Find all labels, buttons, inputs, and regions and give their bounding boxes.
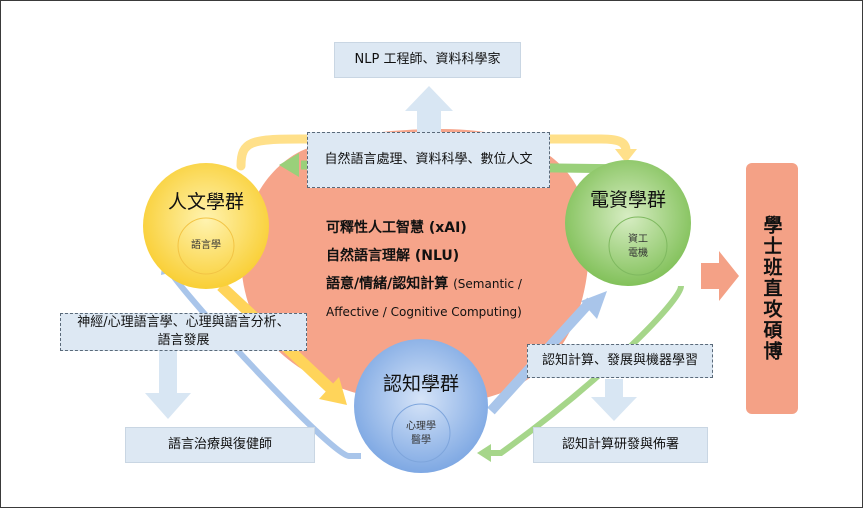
humanities-title: 人文學群 <box>167 191 244 213</box>
right-arrow <box>701 251 739 301</box>
eecs-inner-line2: 電機 <box>628 248 648 259</box>
cognitive-inner-line2: 醫學 <box>411 435 431 446</box>
cognitive-title: 認知學群 <box>382 373 459 395</box>
down-arrow-right <box>591 379 637 421</box>
humanities-inner: 語言學 <box>191 240 221 251</box>
center-blob <box>241 129 590 404</box>
right-box: 認知計算、發展與機器學習 <box>527 344 713 378</box>
eecs-inner: 資工 電機 <box>613 233 663 261</box>
bottom-left-box: 語言治療與復健師 <box>125 427 315 463</box>
center-text-block: 可釋性人工智慧 (xAI) 自然語言理解 (NLU) 語意/情緒/認知計算 (S… <box>326 214 581 326</box>
yellow-arrow-diag-head <box>319 377 347 405</box>
vertical-bar: 學士班直攻碩博 <box>746 163 798 414</box>
cognitive-inner: 心理學 醫學 <box>396 420 446 448</box>
cognitive-inner-line1: 心理學 <box>406 421 436 432</box>
center-line-2: 自然語言理解 (NLU) <box>326 248 460 264</box>
bottom-right-box: 認知計算研發與佈署 <box>533 427 708 463</box>
center-line-3-bold: 語意/情緒/認知計算 <box>326 276 454 292</box>
humanities-inner-circle <box>177 217 235 275</box>
blue-arrow-right-head <box>581 291 607 319</box>
yellow-arrow-top-head <box>615 149 637 163</box>
left-box-line1: 神經/心理語言學、心理與語言分析、 <box>77 315 290 330</box>
right-box-text: 認知計算、發展與機器學習 <box>541 353 698 368</box>
center-line-1: 可釋性人工智慧 (xAI) <box>326 220 467 236</box>
center-line-3-rest: (Semantic / <box>453 277 522 291</box>
eecs-inner-circle <box>608 216 668 276</box>
eecs-inner-line1: 資工 <box>628 234 648 245</box>
cognitive-circle <box>354 339 488 473</box>
green-arrow-left-head <box>279 153 299 177</box>
down-arrow-left <box>145 351 191 419</box>
bottom-right-box-text: 認知計算研發與佈署 <box>561 437 679 452</box>
center-box-text: 自然語言處理、資料科學、數位人文 <box>324 152 533 167</box>
humanities-circle <box>143 163 269 289</box>
top-box-text: NLP 工程師、資料科學家 <box>354 52 501 67</box>
left-box-line2: 語言發展 <box>157 333 210 348</box>
center-line-3: 語意/情緒/認知計算 (Semantic / <box>326 270 581 298</box>
center-box: 自然語言處理、資料科學、數位人文 <box>307 132 550 188</box>
yellow-arrow-top <box>236 134 631 171</box>
green-arrow-bottom-head <box>477 444 491 462</box>
cognitive-inner-circle <box>391 403 451 463</box>
left-box: 神經/心理語言學、心理與語言分析、 語言發展 <box>60 313 307 351</box>
center-line-4: Affective / Cognitive Computing) <box>326 305 522 319</box>
bottom-left-box-text: 語言治療與復健師 <box>167 437 272 452</box>
eecs-title: 電資學群 <box>589 189 666 211</box>
up-arrow <box>405 86 453 136</box>
top-box: NLP 工程師、資料科學家 <box>334 42 521 78</box>
vertical-label: 學士班直攻碩博 <box>760 215 783 362</box>
eecs-circle <box>565 160 691 286</box>
